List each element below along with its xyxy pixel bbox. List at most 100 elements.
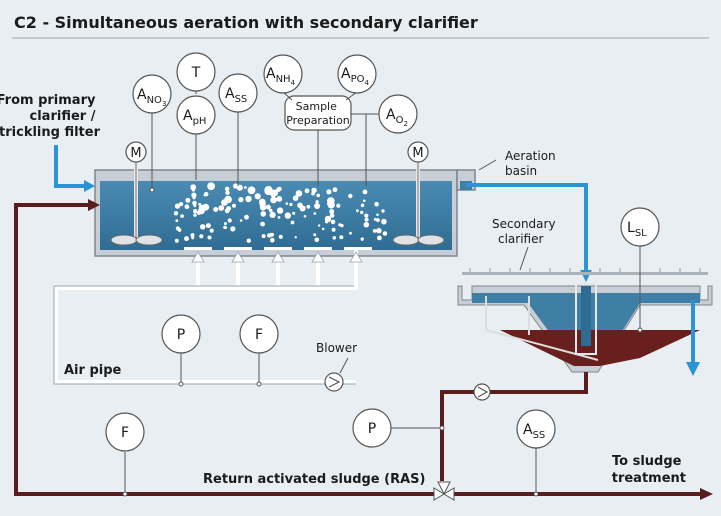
page-title: C2 - Simultaneous aeration with secondar… [14,13,478,32]
air-bubble [313,212,317,215]
instrument-l-sl[interactable]: LSL [620,207,660,247]
instrument-a-no3[interactable]: ANO3 [132,74,172,114]
air-bubble [202,203,210,211]
air-bubble [364,217,369,222]
air-bubble [332,187,338,193]
air-bubble [259,204,267,211]
air-bubble [339,235,344,240]
air-bubble [179,202,184,207]
air-bubble [317,224,321,227]
air-bubble [244,214,249,220]
air-bubble [191,236,195,240]
air-bubble [193,209,198,214]
air-bubble [311,187,317,193]
instrument-f-air[interactable]: F [239,314,279,354]
air-bubble [260,211,267,217]
air-bubble [204,192,209,197]
svg-text:F: F [255,327,263,343]
instrument-a-ss-ras[interactable]: ASS [516,409,556,449]
instrument-leads [124,82,641,494]
instrument-a-po4[interactable]: APO4 [337,54,377,94]
air-bubble [207,235,212,240]
air-pipe-label: Air pipe [64,363,122,378]
air-bubble [373,217,377,221]
air-bubble [226,206,232,211]
air-bubble [260,221,265,227]
svg-text:ANH4: ANH4 [266,66,296,87]
air-bubble [276,196,283,202]
air-bubble [292,195,299,201]
air-bubble [290,220,295,225]
air-bubble [374,201,379,207]
air-bubble [338,223,342,227]
inflow-arrow-head [84,180,95,192]
svg-text:P: P [177,327,185,343]
air-bubble [360,203,365,208]
air-bubble [277,208,283,214]
air-bubble [313,233,317,237]
air-bubble [364,213,369,218]
air-bubble [314,203,321,209]
svg-text:ASS: ASS [225,86,247,105]
air-bubble [331,227,336,232]
air-bubble [264,186,273,195]
ras-pipe [14,203,700,496]
air-bubble [348,193,353,199]
svg-text:P: P [368,421,376,437]
air-bubble [277,216,281,219]
blower-icon [324,372,344,392]
air-bubble [209,228,214,233]
air-bubble [236,184,243,191]
svg-text:AO2: AO2 [386,107,408,128]
air-bubble [303,215,307,218]
air-bubble [238,197,244,203]
instrument-a-ss-basin[interactable]: ASS [218,73,258,113]
instrument-a-o2[interactable]: AO2 [378,94,418,134]
air-bubble [225,190,230,195]
air-bubble [191,188,196,192]
air-bubble [382,221,386,225]
instrument-a-nh4[interactable]: ANH4 [263,54,303,94]
instrument-a-ph[interactable]: ApH [176,95,216,135]
secondary-clarifier [457,268,713,373]
diffusers [184,247,372,250]
air-bubble [356,209,359,213]
to-sludge-label: To sludge treatment [612,454,686,486]
air-bubble [363,221,370,228]
instrument-p-ras[interactable]: P [352,408,392,448]
air-bubble [224,186,230,192]
air-bubble [270,237,275,243]
air-bubble [302,206,306,209]
air-bubble [173,211,179,216]
air-bubble [292,211,296,215]
air-bubble [326,202,330,206]
ras-arrow-head [88,199,100,211]
air-bubble [265,204,271,210]
air-bubble [349,231,352,235]
ras-pump-icon [473,383,491,401]
instrument-t[interactable]: T [176,52,216,92]
instrument-p-air[interactable]: P [161,314,201,354]
air-bubble [193,204,197,208]
air-bubble [207,182,216,191]
svg-text:M: M [130,146,141,161]
air-bubble [261,234,266,239]
air-bubble [304,188,310,194]
svg-text:ANO3: ANO3 [137,87,166,108]
svg-text:T: T [191,65,201,81]
basin-to-clarifier-flow [466,183,588,270]
air-bubble [174,203,181,209]
air-bubble [175,219,179,223]
air-bubble [232,203,236,208]
svg-text:APO4: APO4 [341,66,369,87]
aeration-basin-label: Aeration basin [505,149,559,178]
air-bubble [246,238,251,243]
mixer-right [392,162,445,246]
air-bubble [329,209,335,214]
air-bubble [192,200,197,206]
air-arrowheads [191,251,363,263]
air-bubble [297,202,303,209]
instrument-f-ras[interactable]: F [105,412,145,452]
